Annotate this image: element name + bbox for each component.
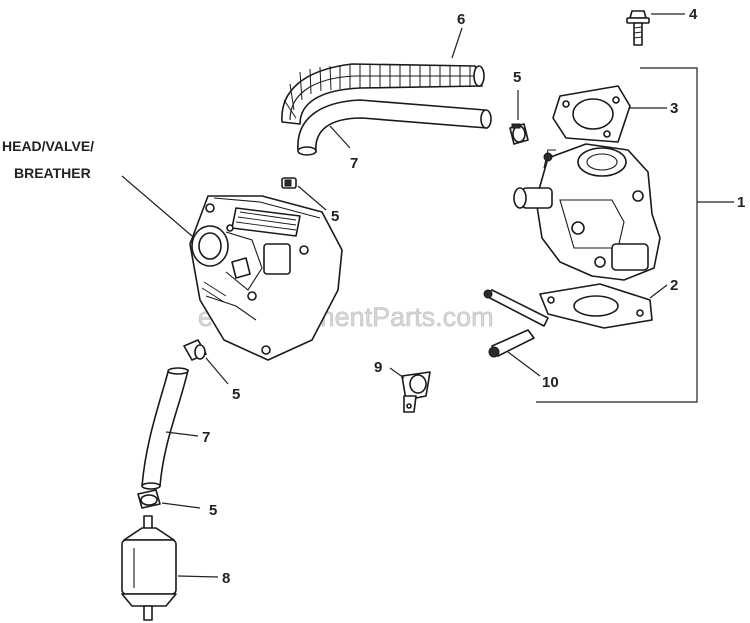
stud-part-10 bbox=[483, 289, 549, 358]
callout-8: 8 bbox=[222, 570, 230, 587]
cylinder-head-part bbox=[189, 195, 343, 361]
callout-5-head: 5 bbox=[331, 208, 339, 225]
fuel-line-part-7-upper bbox=[297, 99, 492, 156]
leader-7-upper bbox=[329, 125, 351, 149]
callout-1: 1 bbox=[737, 194, 745, 211]
callout-10: 10 bbox=[542, 374, 559, 391]
leader-9 bbox=[389, 367, 405, 379]
leader-6 bbox=[451, 27, 463, 59]
corrugated-hose-part-6 bbox=[281, 63, 485, 125]
fuel-line-part-7-lower bbox=[141, 367, 189, 490]
head-label-line2: BREATHER bbox=[14, 165, 91, 181]
gasket-part-2 bbox=[539, 283, 653, 329]
leader-5-bottom bbox=[161, 502, 201, 509]
fuel-filter-part-8 bbox=[121, 515, 177, 621]
head-label-line1: HEAD/VALVE/ bbox=[2, 138, 94, 154]
clamp-part-5-lower bbox=[183, 339, 207, 361]
leader-10 bbox=[507, 351, 541, 377]
callout-7-lower: 7 bbox=[202, 429, 210, 446]
callout-5-lower: 5 bbox=[232, 386, 240, 403]
clamp-part-5-head bbox=[281, 177, 297, 189]
callout-5-bottom: 5 bbox=[209, 502, 217, 519]
callout-7-upper: 7 bbox=[350, 155, 358, 172]
callout-5-upper: 5 bbox=[513, 69, 521, 86]
leader-7-lower bbox=[165, 431, 199, 437]
callout-6: 6 bbox=[457, 11, 465, 28]
clip-part-9 bbox=[401, 371, 431, 413]
gasket-part-3 bbox=[552, 85, 631, 143]
callout-4: 4 bbox=[689, 6, 698, 23]
leader-2 bbox=[649, 284, 668, 299]
assembly-bracket bbox=[536, 67, 698, 403]
callout-3: 3 bbox=[670, 100, 678, 117]
bolt-part-4 bbox=[626, 10, 650, 46]
leader-5-head bbox=[297, 185, 327, 211]
carburetor-assembly bbox=[513, 143, 661, 281]
leader-head bbox=[121, 175, 193, 237]
clamp-part-5-bottom bbox=[137, 489, 161, 509]
leader-8 bbox=[177, 575, 219, 578]
callout-9: 9 bbox=[374, 359, 382, 376]
clamp-part-5-upper bbox=[509, 123, 529, 145]
leader-5-lower bbox=[205, 357, 229, 385]
callout-2: 2 bbox=[670, 277, 678, 294]
